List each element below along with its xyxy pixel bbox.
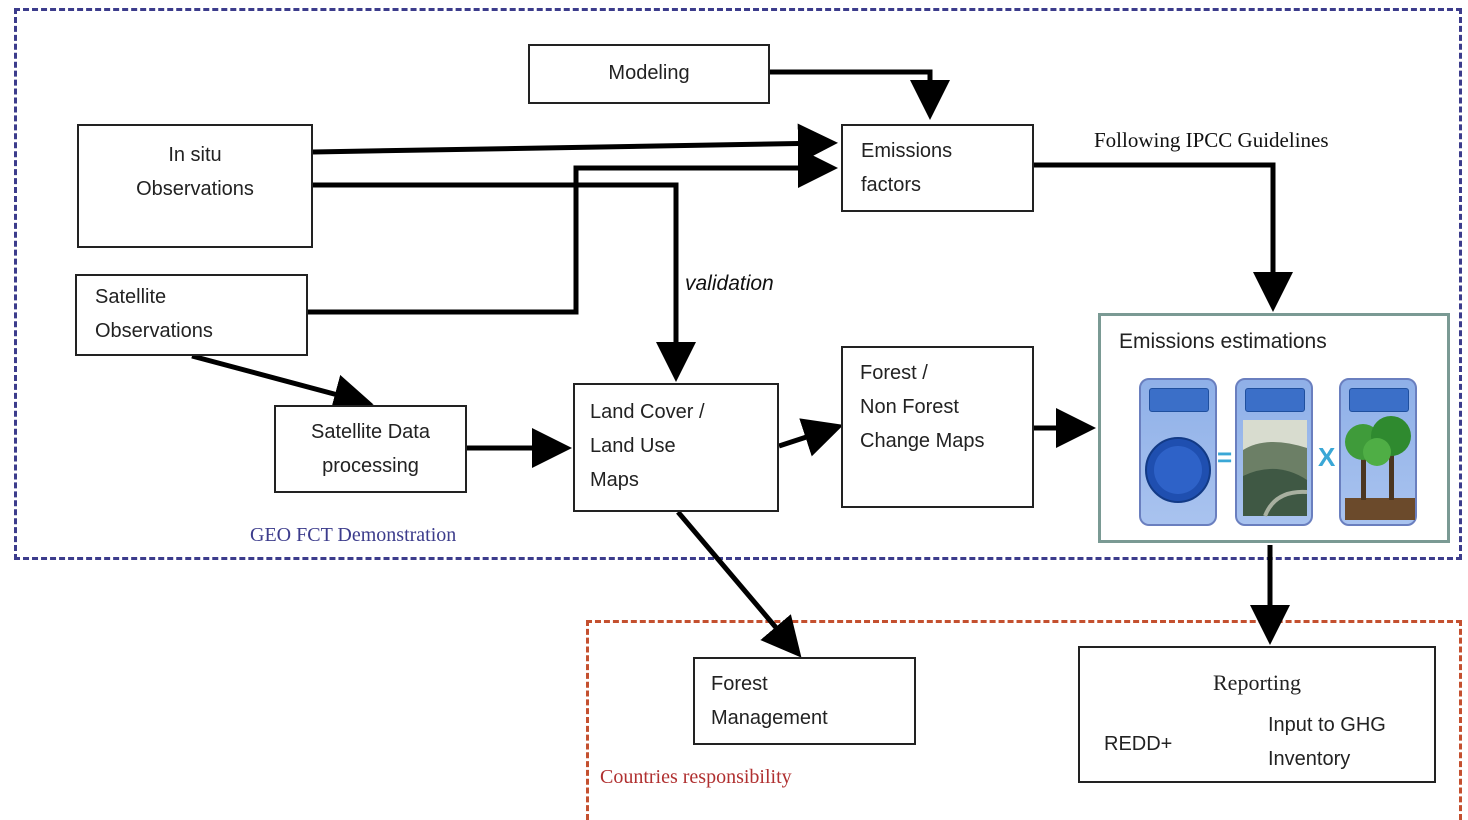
arrow-insitu-to-factors: [312, 123, 838, 164]
countries-frame: [586, 620, 1462, 820]
arrow-factors-to-estimations: [1034, 162, 1293, 312]
trees-icon: [1345, 416, 1415, 520]
forest-management-box: Forest Management: [693, 657, 916, 745]
co2-globe-icon: [1145, 437, 1211, 503]
geo-fct-label: GEO FCT Demonstration: [250, 524, 457, 546]
arrow-modeling-to-factors: [770, 69, 950, 120]
emissions-factors-box: Emissions factors: [841, 124, 1034, 212]
emissions-estimations-panel: Emissions estimations = X: [1098, 313, 1450, 543]
equals-operator: =: [1217, 442, 1233, 472]
arrow-landcover-to-management: [676, 510, 802, 658]
land-cover-maps-box: Land Cover / Land Use Maps: [573, 383, 779, 512]
geo-fct-frame: [14, 8, 1462, 560]
arrow-satellite-to-factors: [308, 148, 838, 315]
card-tag: [1349, 388, 1409, 412]
reporting-title: Reporting: [1213, 670, 1301, 695]
multiply-operator: X: [1318, 442, 1336, 472]
connector-arrows: [191, 69, 1293, 658]
emissions-estimate-card: [1139, 378, 1217, 526]
card-tag: [1149, 388, 1209, 412]
arrow-insitu-to-landcover: [313, 182, 696, 382]
arrow-landcover-to-forestchange: [778, 418, 844, 457]
validation-label: validation: [685, 272, 774, 295]
forest-change-maps-box: Forest / Non Forest Change Maps: [841, 346, 1034, 508]
ghg-inventory-label: Input to GHG Inventory: [1268, 714, 1386, 770]
emission-factor-card: [1339, 378, 1417, 526]
redd-plus-label: REDD+: [1104, 733, 1173, 755]
landscape-icon: [1243, 420, 1308, 517]
countries-label: Countries responsibility: [600, 766, 792, 788]
emissions-estimations-title: Emissions estimations: [1119, 330, 1327, 353]
satellite-data-processing-box: Satellite Data processing: [274, 405, 467, 493]
activity-data-card: [1235, 378, 1313, 526]
ipcc-guidelines-label: Following IPCC Guidelines: [1094, 128, 1329, 152]
card-tag: [1245, 388, 1305, 412]
modeling-box: Modeling: [528, 44, 770, 104]
in-situ-observations-box: In situ Observations: [77, 124, 313, 248]
satellite-observations-box: Satellite Observations: [75, 274, 308, 356]
reporting-box: Reporting REDD+ Input to GHG Inventory: [1078, 646, 1436, 783]
arrow-satellite-to-processing: [191, 353, 374, 414]
